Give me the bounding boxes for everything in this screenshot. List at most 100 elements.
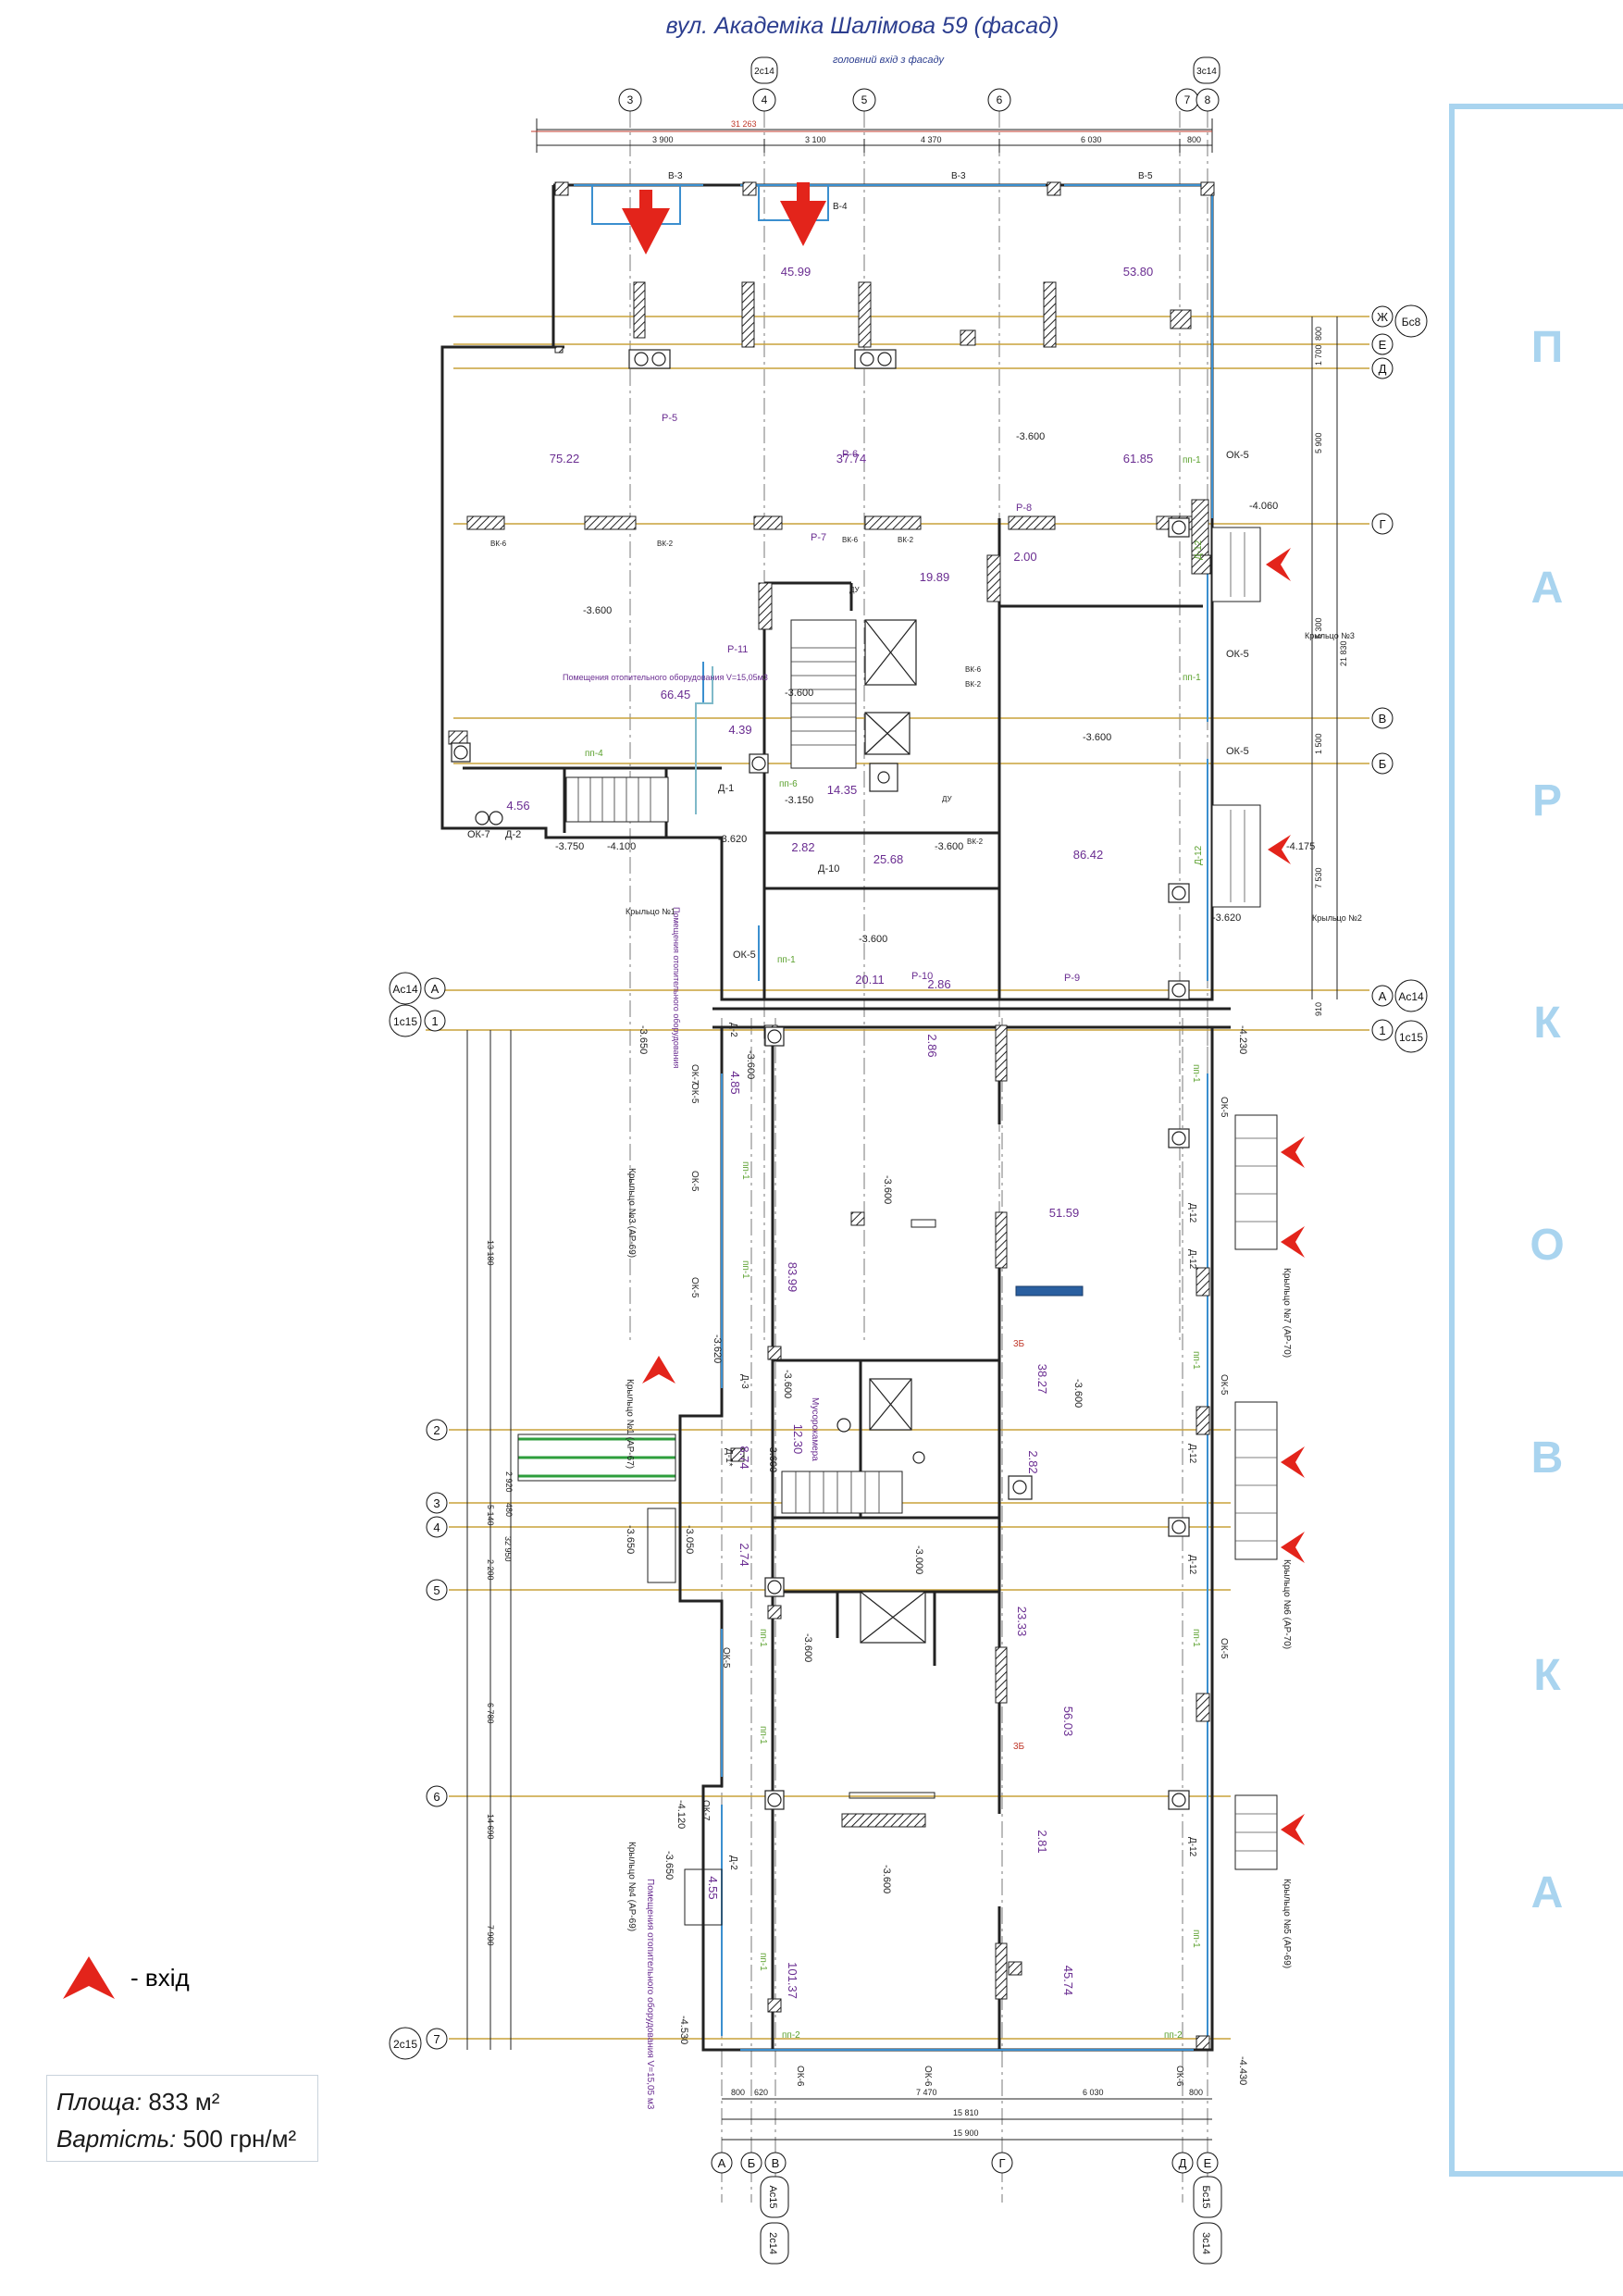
plan-label: Р-7 [811, 532, 826, 543]
plan-label: В-3 [951, 171, 966, 181]
plan-label: Д-12 [1187, 1249, 1197, 1270]
room-area: 2.86 [925, 1034, 939, 1057]
plan-label: -3.000 [913, 1545, 924, 1574]
plan-label: Д-10 [818, 863, 839, 875]
plan-label: Р-8 [1016, 503, 1032, 514]
street-title: вул. Академіка Шалімова 59 (фасад) [665, 13, 1059, 39]
plan-label: ОК-6 [795, 2066, 805, 2087]
plan-label: Д-1* [724, 1448, 734, 1467]
plan-label: пп-1 [758, 1953, 768, 1971]
room-area: 4.55 [706, 1876, 720, 1899]
plan-label: ВК-2 [965, 680, 982, 689]
entrance-marker-icon [1281, 1532, 1305, 1563]
dim-left-total: 32 950 [503, 1536, 513, 1562]
plan-label: -3.620 [1212, 912, 1241, 924]
room-area: 2.86 [927, 977, 950, 991]
plan-label: Крыльцо №4 (АР-69) [626, 1842, 637, 1931]
dim-left-4: 6 780 [486, 1703, 495, 1724]
room-area: 4.56 [506, 799, 529, 813]
plan-label: -3.600 [881, 1865, 892, 1893]
plan-label: пп-4 [585, 749, 603, 759]
plan-label: Крыльцо №6 (АР-70) [1282, 1559, 1292, 1649]
parking-letter: П [1530, 323, 1564, 372]
plan-label: пп-1 [758, 1726, 768, 1744]
axis-right-a: А [1379, 989, 1387, 1003]
plan-label: ОК-6 [1174, 2066, 1184, 2087]
axis-right-1: 1 [1379, 1024, 1385, 1037]
parking-letter: А [1530, 564, 1564, 613]
room-area: 2.00 [1013, 550, 1036, 564]
plan-label: -3.600 [767, 1444, 778, 1472]
axis-left-1: 1 [431, 1014, 438, 1028]
parking-letter: О [1530, 1221, 1565, 1270]
plan-label: Помещения отопительного оборудования V=1… [563, 673, 768, 682]
dim-top-1: 3 900 [652, 135, 674, 144]
plan-label: -4.100 [607, 841, 636, 852]
room-area: 61.85 [1123, 452, 1154, 465]
plan-label: пп-1 [777, 955, 796, 965]
entrance-marker-icon [1266, 548, 1291, 581]
plan-label: -3.600 [859, 934, 887, 945]
room-area: 37.74 [836, 452, 867, 465]
dim-right-3: 5 900 [1314, 432, 1323, 453]
plan-label: ОК-5 [1226, 746, 1249, 757]
plan-label: -4.230 [1237, 1025, 1248, 1054]
dim-right-7: 910 [1314, 1002, 1323, 1016]
room-area: 56.03 [1061, 1706, 1075, 1737]
plan-label: -3.650 [663, 1851, 675, 1880]
parking-area: П А Р К О В К А [1449, 104, 1623, 2177]
axis-bottom-e: Е [1204, 2156, 1212, 2170]
room-area: 14.35 [827, 783, 858, 797]
plan-label: ОК-5 [689, 1171, 700, 1192]
plan-label: Крыльцо №2 [1312, 913, 1362, 923]
area-row: Площа: 833 м² [56, 2083, 308, 2120]
dim-top-4: 6 030 [1081, 135, 1102, 144]
axis-top-7: 7 [1184, 93, 1191, 106]
room-area: 8.74 [737, 1446, 751, 1469]
entrance-marker-icon [63, 1956, 115, 1999]
axis-top-3: 3 [627, 93, 634, 106]
plan-label: 3Б [1013, 1339, 1025, 1349]
plan-label: пп-2 [782, 2030, 800, 2041]
plan-label: Д-2 [728, 1855, 738, 1870]
plan-label: Д-12 [1187, 1555, 1197, 1575]
plan-label: Д-12 [1187, 1203, 1197, 1223]
dim-left-1: 13 180 [486, 1240, 495, 1266]
entrance-marker-icon [642, 1356, 675, 1384]
plan-label: пп-1 [1191, 1064, 1201, 1083]
axis-bottom-a: А [718, 2156, 726, 2170]
room-area: 53.80 [1123, 265, 1154, 279]
plan-label: ВК-2 [657, 540, 674, 548]
room-area: 51.59 [1049, 1206, 1080, 1220]
axis-bottom-b: Б [748, 2156, 756, 2170]
plan-label: пп-1 [1191, 1629, 1201, 1647]
dim-left-3: 2 200 [486, 1559, 495, 1581]
plan-label: ОК-6 [923, 2066, 933, 2087]
legend: - вхід [61, 1955, 191, 2001]
plan-label: ОК-5 [733, 949, 756, 961]
plan-label: -3.050 [684, 1525, 695, 1554]
parking-letter: В [1530, 1433, 1564, 1483]
plan-label: -4.060 [1249, 501, 1278, 512]
plan-label: Д-12 [1194, 845, 1204, 865]
plan-label: пп-1 [758, 1629, 768, 1647]
plan-label: Р-11 [727, 644, 748, 655]
price-label: Вартість: [56, 2125, 177, 2153]
legend-label: - вхід [130, 1964, 190, 1992]
price-value: 500 грн/м² [182, 2125, 297, 2153]
room-area: 19.89 [920, 570, 950, 584]
axis-bottom-d: Д [1179, 2156, 1187, 2170]
plan-label: пп-6 [779, 779, 798, 789]
axis-right-zh: Ж [1377, 310, 1388, 324]
entrance-arrow-icon [622, 190, 670, 254]
plan-label: ВК-2 [967, 838, 984, 846]
plan-label: ОК-7 [689, 1064, 700, 1086]
axis-bottom-as15: Ас15 [767, 2185, 778, 2208]
plan-label: Помещения отопительного оборудования V=1… [645, 1879, 656, 2110]
plan-label: Р-5 [662, 413, 677, 424]
plan-label: пп-1 [740, 1260, 750, 1279]
axis-left-a: А [431, 982, 440, 996]
plan-label: -3.600 [935, 841, 963, 852]
room-area: 4.85 [728, 1071, 742, 1094]
